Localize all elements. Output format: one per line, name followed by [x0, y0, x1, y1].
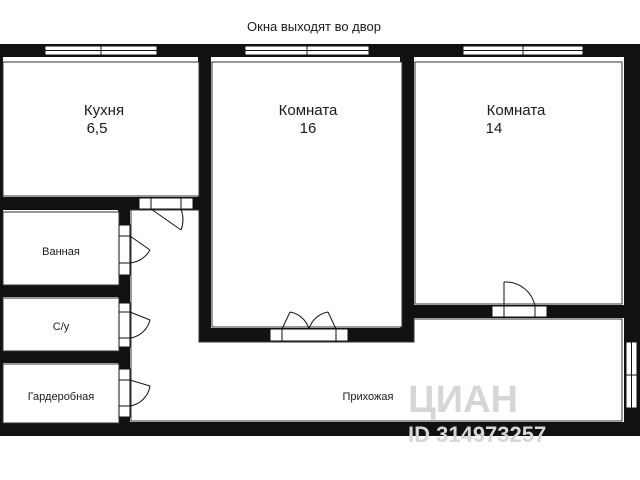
watermark-id: ID 314973257	[408, 422, 546, 447]
hall-area	[130, 209, 623, 422]
kitchen-area-value: 6,5	[87, 120, 108, 137]
door-room2	[491, 281, 548, 318]
hall-name: Прихожая	[343, 391, 394, 403]
kitchen-area	[2, 61, 200, 197]
bath-name: Ванная	[42, 246, 80, 258]
room1-name: Комната	[279, 102, 338, 119]
window-kitchen	[44, 45, 158, 56]
kitchen-name: Кухня	[84, 102, 124, 119]
room2-name: Комната	[487, 102, 546, 119]
door-bath	[118, 224, 151, 276]
window-hall	[625, 341, 638, 409]
door-wardrobe	[118, 368, 151, 418]
room1-area-value: 16	[300, 120, 317, 137]
plan-caption: Окна выходят во двор	[247, 19, 381, 34]
wc-name: С/у	[53, 321, 70, 333]
bath-area	[2, 211, 120, 286]
room1-area	[211, 61, 403, 328]
watermark: ЦИАН ID 314973257	[408, 379, 546, 447]
room2-area-value: 14	[486, 120, 503, 137]
room2-area	[414, 61, 623, 305]
wardrobe-area	[2, 363, 120, 424]
door-wc	[118, 302, 151, 348]
window-room1	[244, 45, 370, 56]
wardrobe-name: Гардеробная	[28, 391, 95, 403]
door-kitchen	[138, 197, 194, 231]
wc-area	[2, 297, 120, 352]
watermark-brand: ЦИАН	[408, 379, 518, 421]
window-room2	[462, 45, 584, 56]
door-room1	[269, 311, 349, 342]
